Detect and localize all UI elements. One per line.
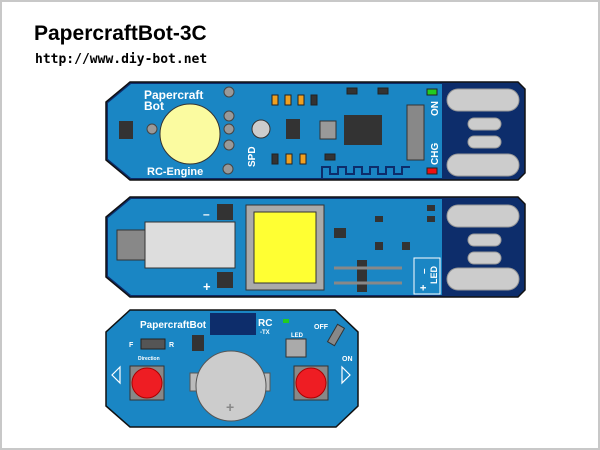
smd-resistors <box>271 87 389 165</box>
pcb-shape <box>375 242 383 250</box>
power-switch[interactable] <box>406 104 425 161</box>
antenna-trace <box>321 166 410 178</box>
pcb-shape <box>377 87 389 95</box>
pads <box>146 86 235 175</box>
led-connector <box>413 257 441 295</box>
direction-label: Direction <box>138 356 160 362</box>
transistor <box>286 119 300 139</box>
pcb-shape <box>357 260 367 292</box>
led-green-remote <box>283 319 289 323</box>
pcb-shape <box>223 123 235 135</box>
on-label-remote: ON <box>342 356 353 363</box>
pcb-shape <box>271 94 279 106</box>
pcb-shape <box>467 117 502 131</box>
motor-shaft <box>116 229 146 261</box>
battery-plus: + <box>226 399 234 415</box>
pcb-shape <box>467 251 502 265</box>
capacitor <box>159 103 221 165</box>
microcontroller <box>344 115 382 145</box>
chip-small <box>119 121 133 139</box>
remote-board: PapercraftBot RC -TX OFF ON LED F R Dire… <box>105 309 359 428</box>
f-label: F <box>129 342 134 349</box>
off-label: OFF <box>314 324 329 331</box>
tx-label: -TX <box>260 330 270 336</box>
antenna-area <box>210 313 256 335</box>
pcb-shape <box>146 123 158 135</box>
left-arrow-icon <box>111 365 121 385</box>
pcb-shape <box>310 94 318 106</box>
on-label: ON <box>430 101 441 116</box>
rc-label: RC <box>258 318 272 329</box>
coil <box>253 211 317 284</box>
pcb-shape <box>285 153 293 165</box>
usb-contacts <box>446 88 520 177</box>
brand-line2: Bot <box>144 99 164 113</box>
website-url: http://www.diy-bot.net <box>35 52 208 67</box>
led-label: LED <box>429 265 439 284</box>
pcb-shape <box>427 205 435 211</box>
pcb-shape <box>223 139 235 151</box>
pcb-shape <box>271 153 279 165</box>
pcb-shape <box>324 153 336 161</box>
spd-label: SPD <box>247 146 258 167</box>
direction-switch[interactable] <box>140 338 166 350</box>
r-label: R <box>169 342 174 349</box>
led-button[interactable] <box>285 338 307 358</box>
pcb-shape <box>299 153 307 165</box>
main-board: Papercraft Bot RC-Engine SPD <box>105 81 526 181</box>
plus-label: + <box>203 279 211 294</box>
chg-label: CHG <box>430 143 441 165</box>
pcb-shape <box>446 267 520 291</box>
pcb-shape <box>402 242 410 250</box>
engine-label: RC-Engine <box>147 166 203 178</box>
pcb-shape <box>467 233 502 247</box>
pcb-shape <box>427 216 435 222</box>
pcb-shape <box>222 163 234 175</box>
remote-brand: PapercraftBot <box>140 320 207 331</box>
led-minus: – <box>419 268 430 274</box>
pcb-shape <box>446 153 520 177</box>
right-arrow-icon <box>341 365 351 385</box>
motor-pad-minus[interactable] <box>217 204 233 220</box>
pcb-shape <box>334 228 346 238</box>
pcb-shape <box>346 87 358 95</box>
minus-label: – <box>203 207 210 221</box>
left-button[interactable] <box>131 367 163 399</box>
battery-holder <box>195 350 267 422</box>
remote-chip <box>192 335 204 351</box>
led-plus: + <box>418 285 430 291</box>
usb-contacts-2 <box>446 204 520 291</box>
led-red <box>426 167 438 175</box>
on-off-switch[interactable] <box>326 323 346 347</box>
motor-body <box>144 221 236 269</box>
crystal <box>319 120 337 140</box>
pcb-shape <box>446 88 520 112</box>
led-label-remote: LED <box>291 333 304 339</box>
pcb-shape <box>334 205 435 292</box>
right-button[interactable] <box>295 367 327 399</box>
speed-trimmer <box>251 119 271 139</box>
pcb-shape <box>223 110 235 122</box>
pcb-shape <box>467 135 502 149</box>
motor-pad-plus[interactable] <box>217 272 233 288</box>
page-title: PapercraftBot-3C <box>34 22 207 45</box>
pcb-shape <box>446 204 520 228</box>
brand-line1: Papercraft <box>144 88 203 102</box>
pcb-shape <box>297 94 305 106</box>
pcb-shape <box>375 216 383 222</box>
pcb-shape <box>223 86 235 98</box>
led-green <box>426 88 438 96</box>
pcb-shape <box>284 94 292 106</box>
motor-board: – + LED – + <box>105 196 526 298</box>
